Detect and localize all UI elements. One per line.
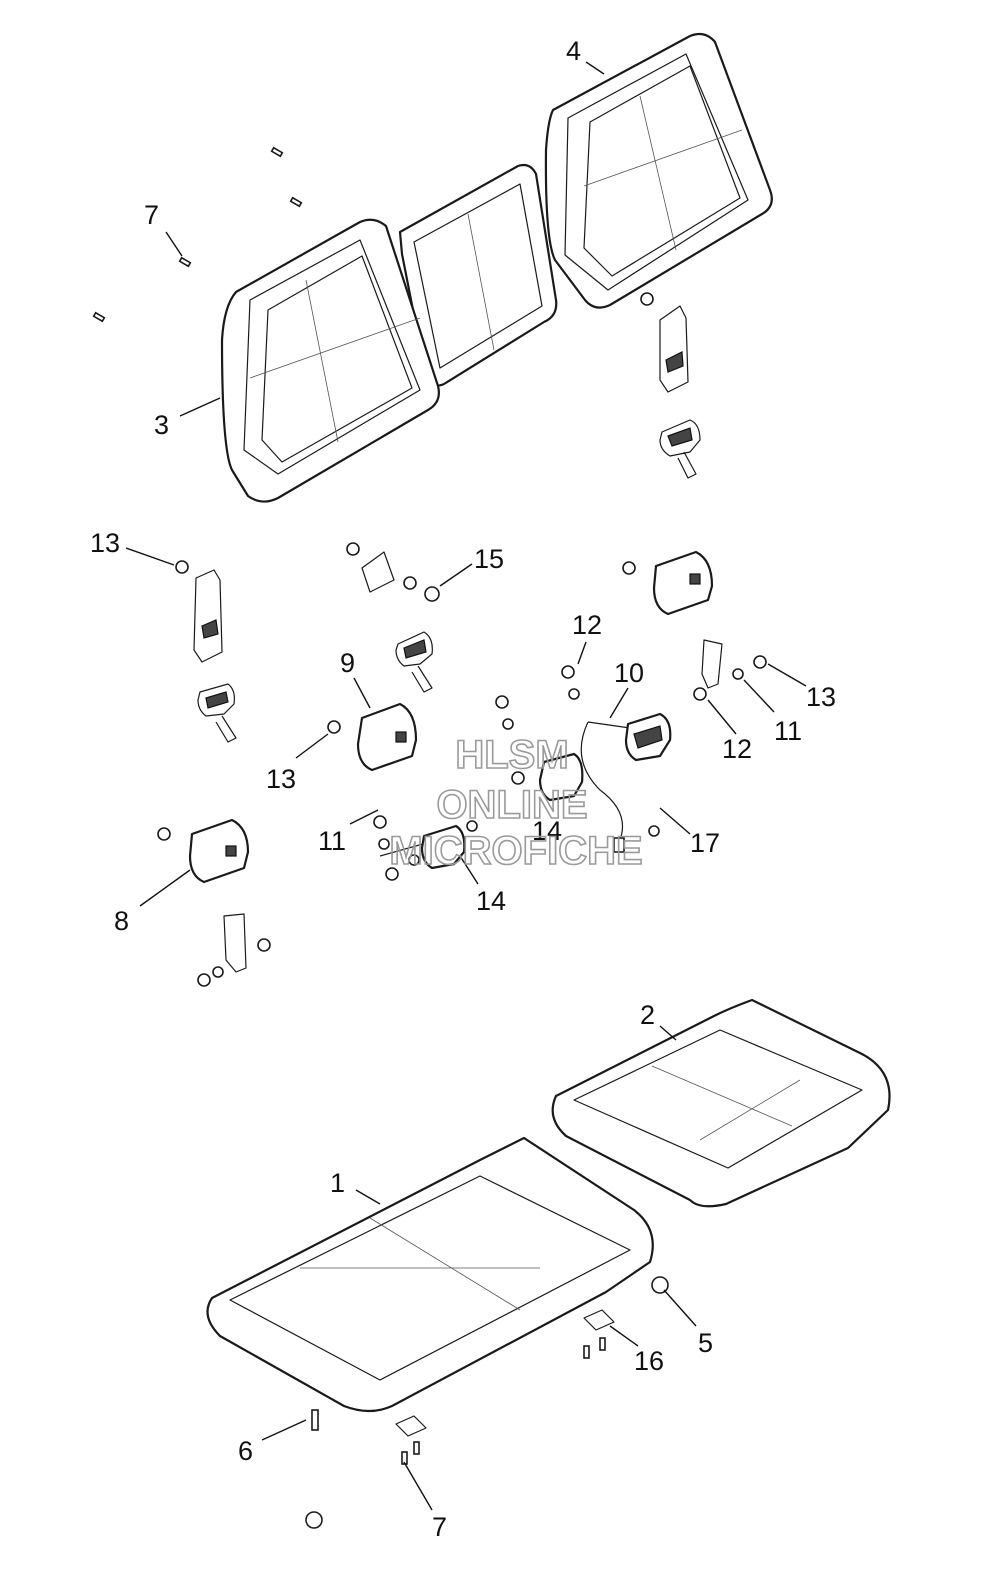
- leader-7a: [165, 231, 183, 257]
- seatbelt-right-upper: [640, 292, 701, 479]
- leader-13b: [295, 733, 329, 759]
- callout-12b: 12: [722, 734, 752, 764]
- callout-6: 6: [238, 1436, 253, 1466]
- leader-5: [663, 1289, 697, 1327]
- retractor-cover-8: [157, 818, 250, 884]
- leader-12b: [707, 699, 737, 735]
- leader-16: [609, 1325, 639, 1347]
- watermark: HLSM ONLINE MICROFICHE: [389, 732, 644, 874]
- callout-12a: 12: [572, 610, 602, 640]
- retractor-cover-9: [327, 702, 418, 772]
- callout-labels: 1 2 3 4 5 6 7 7 8 9 10 11 11 12 12 13 13…: [90, 36, 836, 1542]
- backrest-right: [544, 32, 773, 309]
- callout-7a: 7: [144, 200, 159, 230]
- leader-14b: [459, 855, 479, 885]
- buckle-14-center: [495, 695, 660, 837]
- callout-7b: 7: [432, 1512, 447, 1542]
- leader-10: [609, 687, 629, 719]
- callout-14b: 14: [476, 886, 506, 916]
- callout-10: 10: [614, 658, 644, 688]
- buckle-center-upper: [395, 631, 433, 693]
- callout-14a: 14: [532, 816, 562, 846]
- callout-4: 4: [566, 36, 581, 66]
- callout-11a: 11: [318, 826, 346, 856]
- seat-cushion-left: [206, 1136, 654, 1413]
- bracket-lower-left: [197, 913, 271, 987]
- leader-11a: [349, 809, 379, 825]
- callout-13a: 13: [90, 528, 120, 558]
- callout-1: 1: [330, 1168, 345, 1198]
- leader-2: [659, 1025, 677, 1041]
- leader-13a: [125, 547, 175, 566]
- callout-16: 16: [634, 1346, 664, 1376]
- leader-9: [353, 677, 371, 709]
- leader-4: [585, 61, 605, 75]
- leader-7b: [403, 1461, 433, 1511]
- leader-1: [355, 1189, 381, 1205]
- leader-11b: [743, 679, 775, 713]
- leader-3: [179, 397, 221, 417]
- callout-9: 9: [340, 648, 355, 678]
- hardware-bottom: [305, 1276, 669, 1529]
- bracket-right: [561, 639, 767, 701]
- callout-13b: 13: [266, 764, 296, 794]
- backrest-left: [220, 218, 440, 503]
- leader-15: [439, 563, 473, 587]
- buckle-harness-10: [580, 712, 672, 853]
- callout-3: 3: [154, 410, 169, 440]
- callout-15: 15: [474, 544, 504, 574]
- seatbelt-left: [175, 560, 237, 743]
- callout-5: 5: [698, 1328, 713, 1358]
- watermark-line-1: HLSM: [455, 733, 568, 777]
- callout-17: 17: [690, 828, 720, 858]
- callout-13c: 13: [806, 682, 836, 712]
- watermark-line-3: MICROFICHE: [389, 829, 642, 873]
- leader-8: [139, 869, 191, 907]
- leader-13c: [767, 663, 807, 687]
- leader-6: [261, 1419, 307, 1441]
- leader-lines: [125, 61, 807, 1511]
- callout-2: 2: [640, 1000, 655, 1030]
- leader-12a: [577, 641, 587, 665]
- leader-17: [659, 807, 691, 835]
- seat-cushion-right: [551, 998, 891, 1208]
- watermark-line-2: ONLINE: [436, 783, 587, 827]
- buckle-14-lower: [373, 815, 478, 881]
- anchor-bracket-15: [346, 542, 440, 602]
- screw-group-top: [92, 146, 303, 323]
- retractor-cover-right: [622, 550, 714, 616]
- callout-11b: 11: [774, 716, 802, 746]
- callout-8: 8: [114, 906, 129, 936]
